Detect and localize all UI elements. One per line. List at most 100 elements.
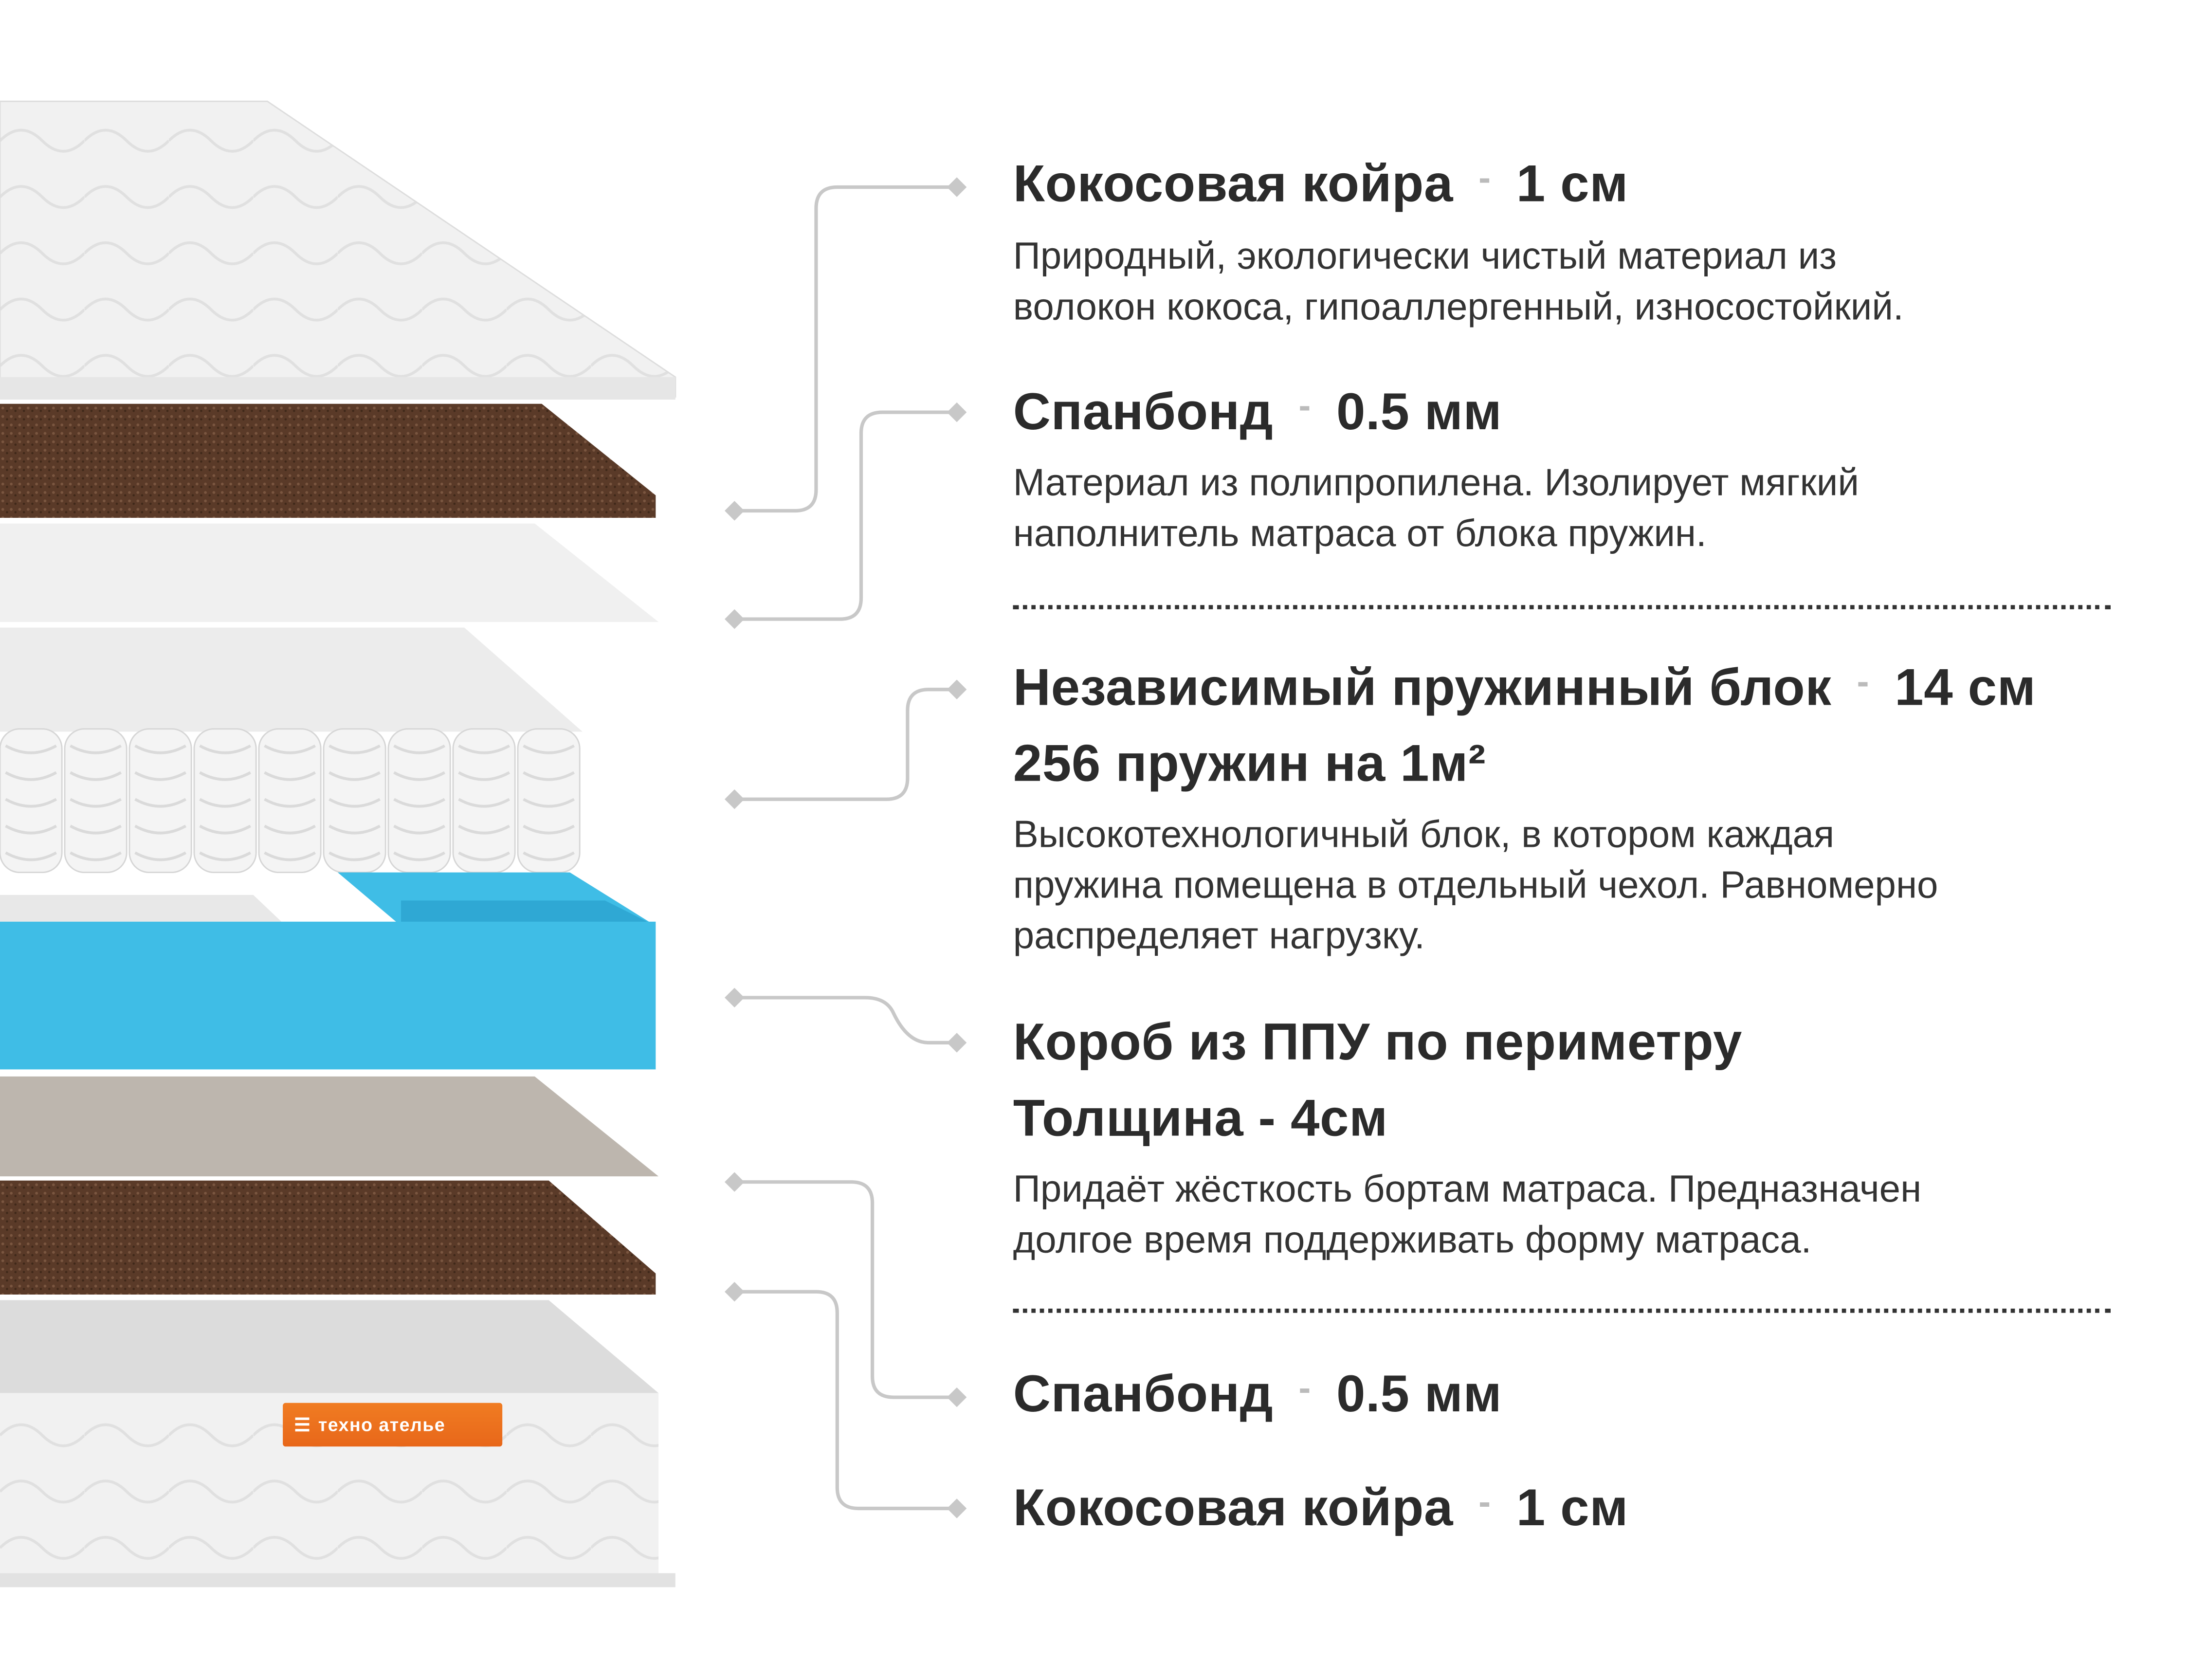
separator: -: [1298, 384, 1311, 427]
spring-coil: [199, 798, 252, 808]
spring-coil: [5, 771, 57, 781]
spring-coil: [328, 851, 381, 861]
spring-coil: [523, 798, 575, 808]
spring-coil: [70, 744, 122, 754]
spring-coil: [393, 824, 446, 835]
spring-pocket: [193, 728, 257, 874]
separator: -: [1478, 1480, 1491, 1523]
layer-title: Кокосовая койра: [1013, 1479, 1454, 1537]
description-line: долгое время поддерживать форму матраса.: [1013, 1218, 1812, 1261]
dotted-divider: [1013, 605, 2111, 609]
spring-coil: [264, 771, 316, 781]
layer-4-heading: Короб из ППУ по периметру: [1013, 1013, 1743, 1071]
spring-coil: [264, 798, 316, 808]
description-line: Высокотехнологичный блок, в котором кажд…: [1013, 813, 1835, 856]
spring-coil: [393, 744, 446, 754]
spring-coil: [328, 771, 381, 781]
layer-5-heading: Спанбонд-0.5 мм: [1013, 1365, 1502, 1424]
description-line: распределяет нагрузку.: [1013, 914, 1425, 957]
spring-coil: [328, 824, 381, 835]
layer-2-heading: Спанбонд-0.5 мм: [1013, 383, 1502, 441]
spring-coil: [458, 771, 511, 781]
layer-2-description: Материал из полипропилена. Изолирует мяг…: [1013, 457, 1859, 559]
top-cover-layer: [0, 100, 676, 400]
spring-coil: [264, 851, 316, 861]
spring-coil: [134, 798, 187, 808]
spring-coil: [134, 771, 187, 781]
spring-coil: [5, 744, 57, 754]
description-line: волокон кокоса, гипоаллергенный, износос…: [1013, 285, 1904, 328]
layer-thickness: 1 см: [1516, 155, 1628, 213]
connector-diamond: [947, 1498, 967, 1518]
spring-coil: [458, 798, 511, 808]
spring-coil: [458, 824, 511, 835]
connector-diamond: [725, 1281, 745, 1302]
spring-coil: [199, 851, 252, 861]
coconut-coir-top-layer: [0, 403, 656, 518]
separator: -: [1857, 660, 1870, 702]
layer-1-heading: Кокосовая койра-1 см: [1013, 155, 1628, 214]
description-line: Природный, экологически чистый материал …: [1013, 235, 1837, 277]
spring-coil: [523, 744, 575, 754]
separator: -: [1478, 156, 1491, 199]
layer-thickness: 1 см: [1516, 1479, 1628, 1537]
connector-diamond: [725, 609, 745, 629]
spring-coil: [458, 744, 511, 754]
layer-title: Спанбонд: [1013, 383, 1274, 440]
connector-diamond: [947, 1387, 967, 1407]
spring-pocket: [64, 728, 128, 874]
spring-coil: [134, 851, 187, 861]
layer-3-description: Высокотехнологичный блок, в котором кажд…: [1013, 809, 1938, 961]
spring-coil: [199, 824, 252, 835]
spanbond-bottom-layer: [0, 1076, 659, 1177]
foam-box-layer: [0, 872, 656, 1070]
description-line: Придаёт жёсткость бортам матраса. Предна…: [1013, 1168, 1922, 1210]
layer-4-description: Придаёт жёсткость бортам матраса. Предна…: [1013, 1164, 1922, 1265]
connector-lines: [734, 185, 957, 1511]
dotted-divider: [1013, 1308, 2111, 1313]
spring-coil: [393, 798, 446, 808]
brand-tag: ☰ техно ателье: [283, 1403, 503, 1447]
layer-title: Независимый пружинный блок: [1013, 658, 1832, 716]
spring-coil: [458, 851, 511, 861]
connector-diamond: [725, 987, 745, 1008]
connector-diamond: [947, 1033, 967, 1053]
brand-logo-text: техно ателье: [318, 1414, 446, 1436]
spring-coil: [134, 824, 187, 835]
spring-coil: [70, 824, 122, 835]
spring-coil: [70, 771, 122, 781]
spring-pocket: [0, 728, 63, 874]
layers-logo-icon: ☰: [294, 1413, 311, 1435]
spring-coil: [523, 771, 575, 781]
spring-pocket: [128, 728, 192, 874]
layer-6-heading: Кокосовая койра-1 см: [1013, 1479, 1628, 1538]
layer-1-description: Природный, экологически чистый материал …: [1013, 231, 1904, 332]
spring-coil: [5, 851, 57, 861]
spring-coil: [134, 744, 187, 754]
layer-title: Кокосовая койра: [1013, 155, 1454, 213]
connector-diamond: [947, 177, 967, 197]
spring-coil: [393, 771, 446, 781]
spring-coil: [523, 824, 575, 835]
spring-coil: [328, 744, 381, 754]
connector-diamond: [725, 501, 745, 521]
layer-title: Спанбонд: [1013, 1365, 1274, 1423]
description-line: пружина помещена в отдельный чехол. Равн…: [1013, 864, 1938, 906]
connector-diamond: [947, 679, 967, 699]
spring-coil: [523, 851, 575, 861]
layer-thickness: 14 см: [1895, 658, 2036, 716]
spring-block-layer: [0, 627, 583, 874]
connector-diamonds: [725, 177, 967, 1518]
layer-4-subtitle: Толщина - 4см: [1013, 1089, 1388, 1147]
spring-coil: [199, 771, 252, 781]
description-line: наполнитель матраса от блока пружин.: [1013, 512, 1707, 555]
spring-coil: [5, 798, 57, 808]
layer-thickness: 0.5 мм: [1336, 383, 1502, 440]
connector-diamond: [725, 789, 745, 809]
layer-3-subtitle: 256 пружин на 1м²: [1013, 734, 1486, 792]
spring-coil: [328, 798, 381, 808]
spanbond-top-layer: [0, 523, 659, 622]
spring-coil: [199, 744, 252, 754]
connector-diamond: [947, 402, 967, 422]
